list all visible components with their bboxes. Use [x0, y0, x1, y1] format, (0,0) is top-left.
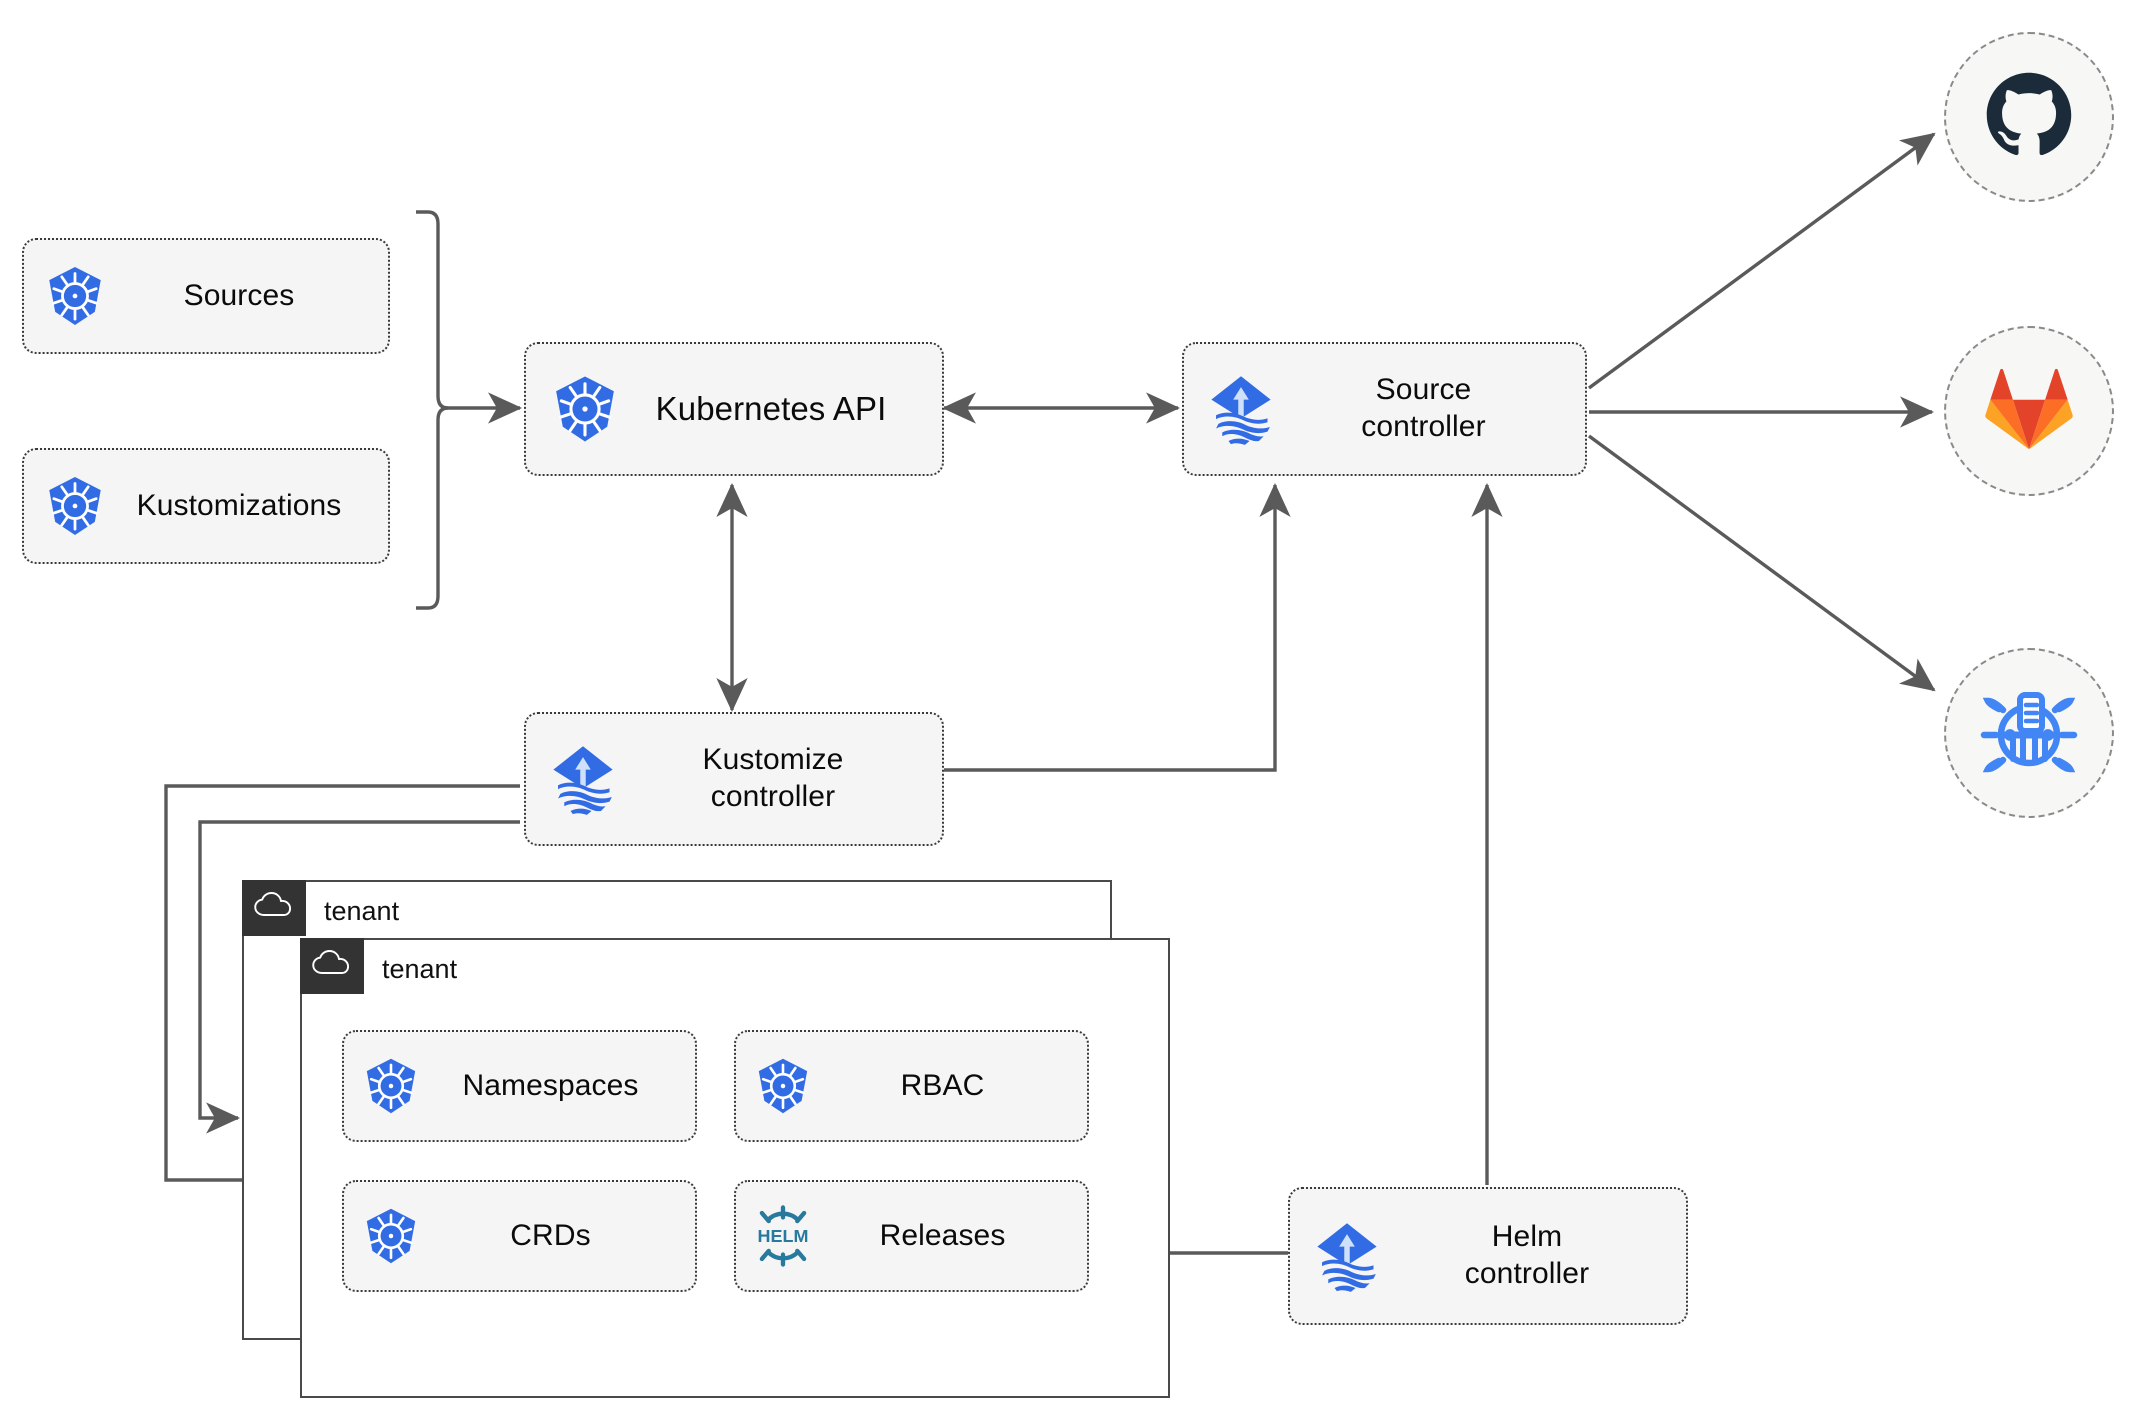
tenant-label-1: tenant	[324, 896, 400, 926]
github-icon	[1981, 67, 2077, 168]
node-helm-controller[interactable]: Helm controller	[1288, 1187, 1688, 1325]
gitlab-icon	[1982, 365, 2076, 458]
node-namespaces[interactable]: Namespaces	[342, 1030, 697, 1142]
edge-source-helmrepo	[1587, 434, 1936, 692]
edge-source-github	[1587, 132, 1936, 390]
helm-repository-icon	[1979, 681, 2079, 786]
provider-github[interactable]	[1944, 32, 2114, 202]
provider-helm-repository[interactable]	[1944, 648, 2114, 818]
node-crds[interactable]: CRDs	[342, 1180, 697, 1292]
node-releases[interactable]: HELM Releases	[734, 1180, 1089, 1292]
node-kubernetes-api[interactable]: Kubernetes API	[524, 342, 944, 476]
edge-kustomize-source	[944, 482, 1291, 772]
flux-icon	[1308, 1217, 1386, 1295]
node-kubernetes-api-label: Kubernetes API	[655, 389, 887, 427]
node-source-controller[interactable]: Source controller	[1182, 342, 1587, 476]
cloud-icon	[311, 949, 352, 982]
node-rbac-label: RBAC	[900, 1068, 985, 1102]
kubernetes-icon	[42, 263, 108, 329]
kubernetes-icon	[360, 1055, 422, 1117]
kubernetes-icon	[360, 1205, 422, 1267]
kubernetes-icon	[548, 372, 622, 446]
node-kustomize-controller-label: Kustomize controller	[702, 743, 844, 813]
helm-icon: HELM	[752, 1205, 814, 1267]
tenant-tab-1	[241, 879, 306, 936]
cloud-icon	[253, 891, 294, 924]
edge-sources-bracket	[416, 210, 449, 610]
kubernetes-icon	[752, 1055, 814, 1117]
flux-icon	[544, 740, 622, 818]
node-helm-controller-label: Helm controller	[1464, 1220, 1590, 1290]
node-rbac[interactable]: RBAC	[734, 1030, 1089, 1142]
kubernetes-icon	[42, 473, 108, 539]
node-crds-label: CRDs	[510, 1218, 591, 1252]
node-kustomizations[interactable]: Kustomizations	[22, 448, 390, 564]
provider-gitlab[interactable]	[1944, 326, 2114, 496]
node-kustomizations-label: Kustomizations	[136, 488, 342, 522]
flux-icon	[1202, 370, 1280, 448]
tenant-tab-2	[299, 937, 364, 994]
svg-text:HELM: HELM	[758, 1226, 809, 1246]
node-sources-label: Sources	[183, 278, 295, 312]
node-sources[interactable]: Sources	[22, 238, 390, 354]
node-source-controller-label: Source controller	[1361, 373, 1486, 443]
tenant-label-2: tenant	[382, 954, 458, 984]
node-releases-label: Releases	[879, 1218, 1006, 1252]
tenant-box-2[interactable]: tenant Namespaces	[299, 937, 1170, 1398]
node-kustomize-controller[interactable]: Kustomize controller	[524, 712, 944, 846]
node-namespaces-label: Namespaces	[462, 1068, 639, 1102]
